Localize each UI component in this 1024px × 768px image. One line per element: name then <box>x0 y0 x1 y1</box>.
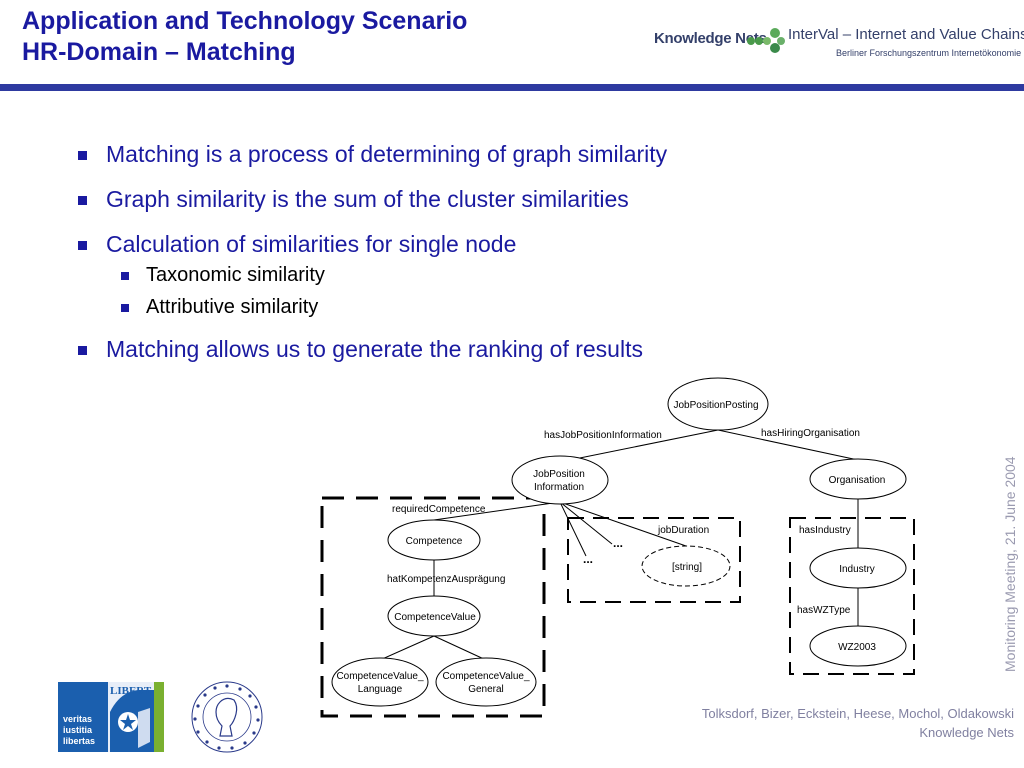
slide-title: Application and Technology Scenario HR-D… <box>22 6 467 68</box>
node-industry <box>809 547 907 589</box>
edge-required-competence <box>433 501 561 521</box>
libertas-text: libertas <box>63 736 95 746</box>
edge-lines <box>379 429 859 661</box>
title-divider <box>0 84 1024 91</box>
cluster-box-competence <box>320 496 546 718</box>
humboldt-university-seal-icon <box>191 681 263 753</box>
header-logo: Knowledge Nets InterVal – Internet and V… <box>652 20 1024 64</box>
label-competence-value: CompetenceValue <box>394 612 476 623</box>
edge-job-duration <box>559 501 687 547</box>
meeting-date-text: Monitoring Meeting, 21. June 2004 <box>1002 456 1018 672</box>
sub-bullet-text: Taxonomic similarity <box>146 264 325 286</box>
edge-label-job-duration: jobDuration <box>657 525 709 536</box>
bullet-item: Calculation of similarities for single n… <box>76 230 796 258</box>
bullet-item: Graph similarity is the sum of the clust… <box>76 185 796 213</box>
title-line-1: Application and Technology Scenario <box>22 7 468 35</box>
edge-label-ellipsis-1: ... <box>613 536 623 550</box>
sub-bullet-text: Attributive similarity <box>146 296 319 318</box>
bullet-text: Matching is a process of determining of … <box>106 141 668 167</box>
edge-label-has-hiring-organisation: hasHiringOrganisation <box>761 428 860 439</box>
node-cv-general <box>435 657 537 707</box>
bullet-square-icon <box>78 346 87 355</box>
bullet-list: Matching is a process of determining of … <box>76 140 796 380</box>
edge-label-hat-kompetenz: hatKompetenzAusprägung <box>387 574 505 585</box>
node-job-position-posting <box>667 377 769 431</box>
label-job-position-posting: JobPositionPosting <box>673 400 758 411</box>
footer: Tolksdorf, Bizer, Eckstein, Heese, Mocho… <box>702 704 1014 742</box>
label-organisation: Organisation <box>829 475 886 486</box>
sub-bullet-item: Attributive similarity <box>76 295 796 319</box>
bullet-square-icon <box>121 272 129 280</box>
label-wz2003: WZ2003 <box>838 642 876 653</box>
edge-ellipsis-2 <box>559 501 587 557</box>
veritas-text: veritas <box>63 714 92 724</box>
label-cv-general-2: General <box>468 684 504 695</box>
title-bar: Application and Technology Scenario HR-D… <box>0 0 1024 84</box>
label-job-position-information-1: JobPosition <box>533 469 585 480</box>
bullet-square-icon <box>78 241 87 250</box>
bullet-square-icon <box>78 151 87 160</box>
bullet-square-icon <box>78 196 87 205</box>
interval-logo-text: InterVal – Internet and Value Chains <box>788 26 1024 43</box>
sub-bullet-item: Taxonomic similarity <box>76 263 796 287</box>
label-cv-language-2: Language <box>358 684 403 695</box>
footer-authors: Tolksdorf, Bizer, Eckstein, Heese, Mocho… <box>701 706 1014 721</box>
node-string <box>641 545 731 587</box>
label-cv-language-1: CompetenceValue_ <box>336 671 424 682</box>
fu-berlin-logo: veritas iustitia libertas LIBERT <box>58 682 164 752</box>
iustitia-text: iustitia <box>63 725 93 735</box>
edge-has-job-position-information <box>559 429 719 463</box>
bullet-item: Matching is a process of determining of … <box>76 140 796 168</box>
node-competence-value <box>387 595 481 637</box>
bullet-square-icon <box>121 304 129 312</box>
edge-has-hiring-organisation <box>717 429 859 461</box>
knowledge-nets-logo-text: Knowledge Nets <box>654 30 767 47</box>
interval-logo-subtitle: Berliner Forschungszentrum Internetökono… <box>836 48 1022 58</box>
edge-to-cv-general <box>433 635 487 661</box>
bullet-text: Matching allows us to generate the ranki… <box>106 336 643 362</box>
label-industry: Industry <box>839 564 875 575</box>
label-cv-general-1: CompetenceValue_ <box>442 671 530 682</box>
cluster-box-industry <box>789 517 915 675</box>
node-job-position-information <box>511 455 609 505</box>
edge-label-has-wz-type: hasWZType <box>797 605 851 616</box>
label-string: [string] <box>672 562 702 573</box>
edge-to-cv-language <box>379 635 435 661</box>
bullet-item: Matching allows us to generate the ranki… <box>76 335 796 363</box>
node-cv-language <box>331 657 429 707</box>
label-job-position-information-2: Information <box>534 482 584 493</box>
edge-ellipsis-1 <box>559 501 613 545</box>
node-wz2003 <box>809 625 907 667</box>
dots-logo-icon <box>747 28 785 53</box>
node-organisation <box>809 458 907 500</box>
title-line-2: HR-Domain – Matching <box>22 38 296 66</box>
node-competence <box>387 519 481 561</box>
bullet-text: Calculation of similarities for single n… <box>106 231 517 257</box>
edge-label-has-industry: hasIndustry <box>799 525 851 536</box>
footer-project: Knowledge Nets <box>919 725 1014 740</box>
bullet-text: Graph similarity is the sum of the clust… <box>106 186 629 212</box>
edge-label-required-competence: requiredCompetence <box>392 504 486 515</box>
libert-banner-text: LIBERT <box>110 685 152 697</box>
cluster-box-job-duration <box>567 517 741 603</box>
edge-label-ellipsis-2: ... <box>583 552 593 566</box>
label-competence: Competence <box>406 536 463 547</box>
edge-label-has-job-position-information: hasJobPositionInformation <box>544 430 662 441</box>
